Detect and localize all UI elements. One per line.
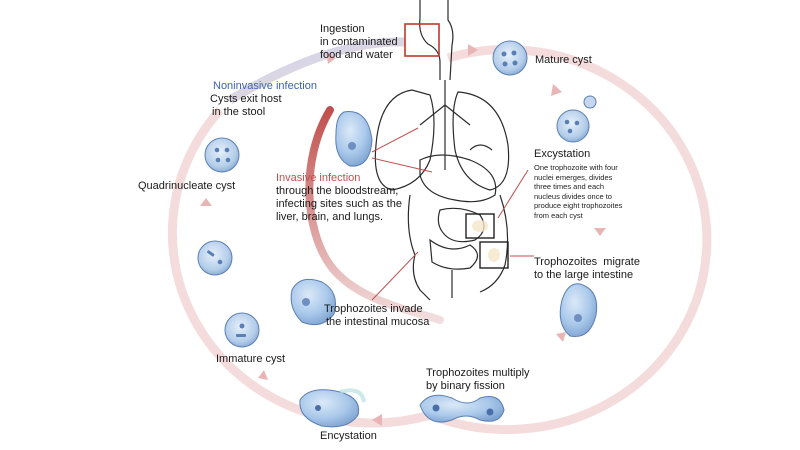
immature-cyst-cell: [224, 312, 260, 348]
mature-cyst-cell: [492, 40, 528, 76]
invading-trophozoite-cell: [290, 278, 336, 326]
invasive-trophozoite-cell: [335, 111, 373, 167]
excystation-description: One trophozoite with four nuclei emerges…: [534, 163, 623, 220]
excysting-cyst-cell: [556, 95, 597, 143]
noninvasive-infection-description: Cysts exit host in the stool: [210, 93, 282, 118]
cycle-ring: [167, 37, 712, 435]
binucleate-cyst-cell: [197, 240, 233, 276]
invasive-infection-title: Invasive infection: [276, 172, 361, 184]
cycle-arrowheads: [200, 44, 606, 426]
invasive-infection-description: through the bloodstream, infecting sites…: [276, 185, 402, 223]
encystation-label: Encystation: [320, 430, 377, 442]
binary-fission-cells: [419, 394, 505, 423]
noninvasive-infection-title: Noninvasive infection: [213, 80, 317, 92]
trophozoites-migrate-label: Trophozoites migrate to the large intest…: [534, 256, 640, 281]
encystation-cell: [299, 388, 366, 428]
migrate-callout-box: [479, 241, 509, 269]
quadrinucleate-cyst-cell: [204, 137, 240, 173]
leader-lines: [371, 127, 534, 301]
excystation-callout-box: [465, 213, 495, 239]
ingestion-label: Ingestion in contaminated food and water: [320, 23, 398, 61]
excystation-title: Excystation: [534, 148, 591, 160]
mature-cyst-label: Mature cyst: [535, 54, 592, 66]
trophozoite-right-cell: [559, 283, 598, 338]
trophozoites-multiply-label: Trophozoites multiply by binary fission: [426, 367, 530, 392]
quadrinucleate-cyst-label: Quadrinucleate cyst: [138, 180, 236, 192]
ingestion-callout-box: [404, 23, 440, 57]
invasive-path: [305, 106, 444, 324]
immature-cyst-label: Immature cyst: [216, 353, 286, 365]
trophozoites-invade-label: Trophozoites invade the intestinal mucos…: [324, 303, 430, 328]
